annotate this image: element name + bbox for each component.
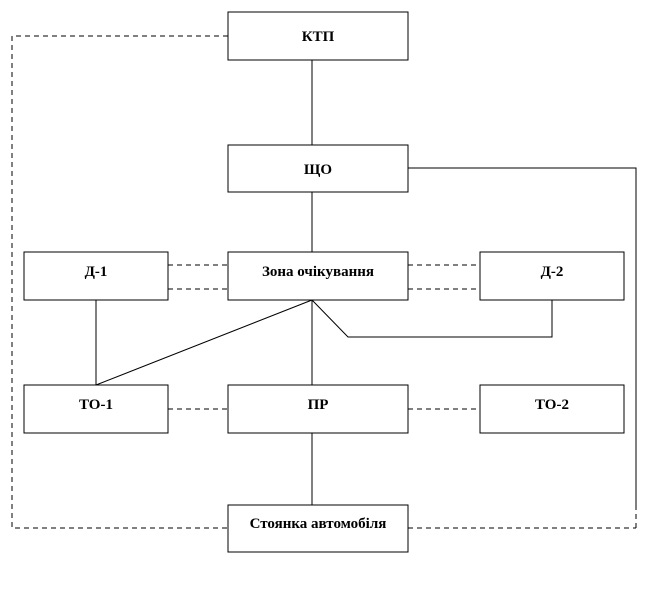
node-stoyanka: Стоянка автомобіля	[227, 504, 409, 553]
node-shcho-box	[227, 144, 409, 193]
node-d2-label: Д-2	[541, 264, 564, 280]
edge-zona-d2	[311, 299, 553, 338]
node-ktp-label: КТП	[302, 29, 335, 45]
node-to2-label: ТО-2	[535, 397, 569, 413]
node-d2: Д-2	[479, 251, 625, 301]
node-stoyanka-label: Стоянка автомобіля	[250, 516, 387, 532]
node-zona-box	[227, 251, 409, 301]
node-zona: Зона очікування	[227, 251, 409, 301]
edge-shcho-stoyanka	[408, 167, 637, 505]
node-d2-box	[479, 251, 625, 301]
node-to2-box	[479, 384, 625, 434]
edge-zona-to1	[95, 299, 313, 386]
node-stoyanka-box	[227, 504, 409, 553]
diagram-edges	[11, 35, 637, 529]
node-d1: Д-1	[23, 251, 169, 301]
node-zona-label: Зона очікування	[262, 264, 374, 280]
node-pr-box	[227, 384, 409, 434]
node-pr-label: ПР	[308, 397, 329, 413]
node-to2: ТО-2	[479, 384, 625, 434]
edge-ktp-stoyanka	[11, 35, 228, 529]
node-shcho: ЩО	[227, 144, 409, 193]
node-to1: ТО-1	[23, 384, 169, 434]
node-d1-box	[23, 251, 169, 301]
node-ktp-box	[227, 11, 409, 61]
node-ktp: КТП	[227, 11, 409, 61]
diagram-nodes: КТП ЩО Д-1 Зона очікування Д-2 ТО-1 ПР	[23, 11, 625, 553]
node-pr: ПР	[227, 384, 409, 434]
node-d1-label: Д-1	[85, 264, 108, 280]
node-to1-label: ТО-1	[79, 397, 113, 413]
node-to1-box	[23, 384, 169, 434]
node-shcho-label: ЩО	[304, 162, 332, 178]
